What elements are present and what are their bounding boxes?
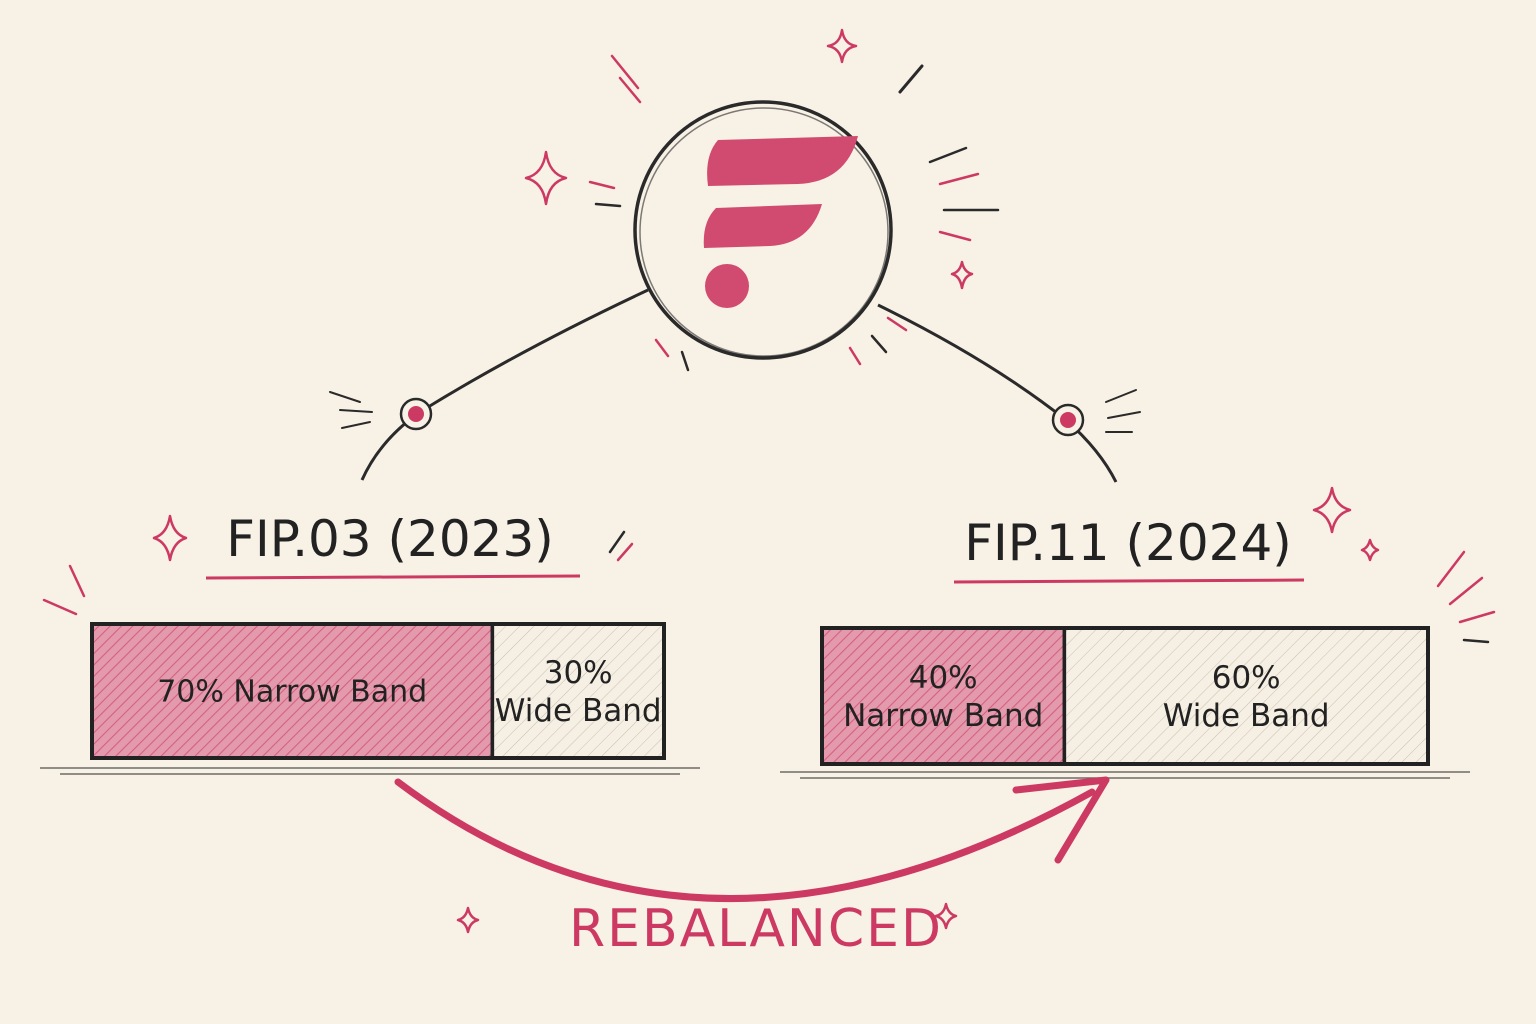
sparkle-icons: [152, 28, 1380, 934]
left-title-underline: [205, 574, 581, 580]
left-bar-narrow-label-line-1: 70% Narrow Band: [157, 675, 427, 710]
logo-rays: [588, 54, 1000, 372]
right-distribution-bar: 40%Narrow Band 60%Wide Band: [820, 626, 1430, 766]
left-bar-segment-narrow-band: [90, 622, 495, 760]
left-bar-wide-label-line-2: Wide Band: [495, 693, 662, 729]
right-bar-segment-narrow-band: [820, 626, 1067, 766]
rebalanced-label: REBALANCED: [569, 899, 943, 959]
left-connector-line: [360, 288, 649, 481]
right-connector-line: [877, 303, 1118, 483]
left-distribution-bar: 70% Narrow Band 30%Wide Band: [90, 622, 666, 760]
right-bar-wide-label-line-2: Wide Band: [1163, 698, 1330, 734]
right-node: [1051, 403, 1085, 437]
right-bar-frame: [820, 626, 1430, 766]
right-bar-segment-wide-band: [1062, 626, 1430, 766]
right-bar-narrow-label-line-2: Narrow Band: [843, 698, 1043, 734]
left-bar-segment-wide-band: [490, 622, 666, 760]
right-bar-wide-label-line-1: 60%: [1212, 660, 1281, 696]
emphasis-strokes: [42, 530, 1496, 644]
left-bar-frame: [90, 622, 666, 760]
left-node-rays: [329, 391, 373, 429]
right-node-rays: [1105, 389, 1141, 433]
right-bar-title: FIP.11 (2024): [964, 514, 1292, 572]
right-bar-narrow-label-line-1: 40%: [909, 660, 978, 696]
left-bar-title: FIP.03 (2023): [226, 510, 554, 568]
left-node: [399, 397, 433, 431]
rebalance-arrow: [394, 778, 1096, 902]
right-title-underline: [953, 578, 1305, 584]
left-bar-wide-label-line-1: 30%: [544, 655, 613, 691]
bar-shadows: [40, 767, 1470, 779]
rebalance-arrowhead: [1012, 776, 1110, 864]
flare-f-logo-icon: [633, 100, 893, 360]
